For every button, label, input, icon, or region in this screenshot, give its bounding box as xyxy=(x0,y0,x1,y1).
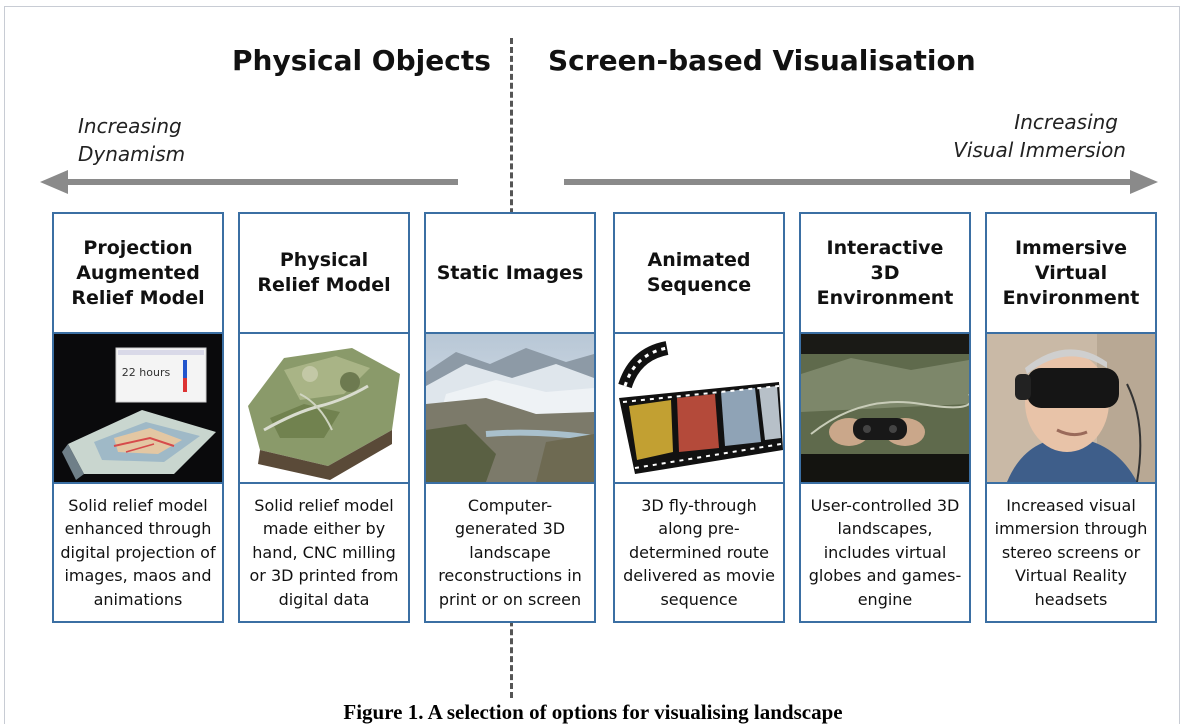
card-immersive-virtual: Immersive Virtual Environment Increased … xyxy=(985,212,1157,623)
card-description: Solid relief model made either by hand, … xyxy=(249,495,399,609)
right-arrow xyxy=(564,170,1158,194)
figure-frame xyxy=(4,6,1180,724)
projection-model-image: 22 hours xyxy=(54,332,222,484)
vr-headset-image xyxy=(987,332,1155,484)
card-description: Solid relief model enhanced through digi… xyxy=(60,495,216,609)
card-animated-sequence: Animated Sequence 3D fly-through along p… xyxy=(613,212,785,623)
card-description: Computer-generated 3D landscape reconstr… xyxy=(438,495,582,609)
figure-caption: Figure 1. A selection of options for vis… xyxy=(343,700,843,724)
heading-screen-based: Screen-based Visualisation xyxy=(548,44,976,77)
left-arrow xyxy=(40,170,458,194)
left-arrow-label: Increasing Dynamism xyxy=(78,112,185,168)
card-physical-relief: Physical Relief Model Solid relief model… xyxy=(238,212,410,623)
right-arrow-label-line1: Increasing xyxy=(1014,110,1118,134)
card-title: Projection Augmented Relief Model xyxy=(71,236,205,309)
card-title: Animated Sequence xyxy=(646,249,752,296)
film-strip-image xyxy=(615,332,783,484)
card-title: Static Images xyxy=(436,261,584,284)
right-arrow-label-line2: Visual Immersion xyxy=(953,138,1126,162)
heading-physical-objects: Physical Objects xyxy=(232,44,491,77)
card-title: Interactive 3D Environment xyxy=(816,236,954,309)
card-description: Increased visual immersion through stere… xyxy=(994,495,1148,609)
card-title: Physical Relief Model xyxy=(257,249,391,296)
left-arrow-label-line2: Dynamism xyxy=(78,142,186,166)
relief-model-image xyxy=(240,332,408,484)
card-description: 3D fly-through along pre-determined rout… xyxy=(623,495,775,609)
projection-time-label: 22 hours xyxy=(122,366,171,379)
card-projection-augmented: Projection Augmented Relief Model 22 hou… xyxy=(52,212,224,623)
left-arrow-label-line1: Increasing xyxy=(78,114,182,138)
gamepad-landscape-image xyxy=(801,332,969,484)
static-landscape-image xyxy=(426,332,594,484)
right-arrow-label: Increasing Visual Immersion xyxy=(953,108,1126,164)
card-interactive-3d: Interactive 3D Environment User-controll… xyxy=(799,212,971,623)
card-static-images: Static Images Computer-generated 3D land… xyxy=(424,212,596,623)
card-description: User-controlled 3D landscapes, includes … xyxy=(808,495,962,609)
card-title: Immersive Virtual Environment xyxy=(1002,236,1140,309)
